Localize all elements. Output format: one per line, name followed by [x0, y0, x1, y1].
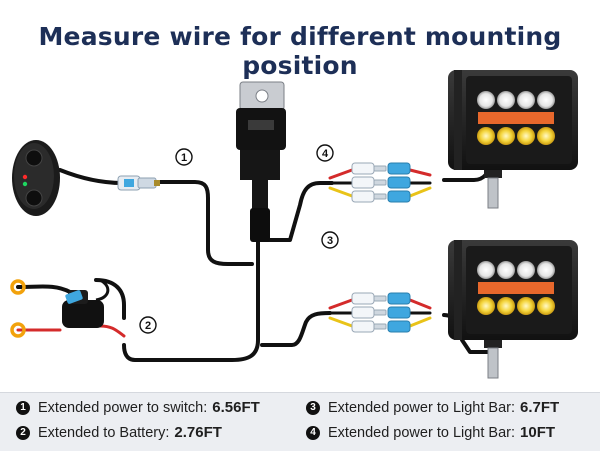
lower-red-lead	[328, 298, 432, 310]
legend-value-1: 6.56FT	[212, 399, 260, 416]
light-pod-upper	[448, 70, 578, 209]
legend-item-2: 2 Extended to Battery: 2.76FT	[16, 424, 222, 441]
legend-item-1: 1 Extended power to switch: 6.56FT	[16, 399, 260, 416]
wiring-diagram: 1 2 3 4	[10, 70, 578, 379]
upper-lamp-wire	[260, 181, 334, 242]
legend-number-3: 3	[306, 400, 320, 415]
switch-connector	[117, 175, 160, 191]
signal-leads	[328, 181, 432, 328]
ring-terminals	[10, 279, 26, 338]
legend-number-2: 2	[16, 425, 30, 440]
switch-panel	[12, 140, 60, 216]
legend-label-4: Extended power to Light Bar:	[328, 424, 516, 441]
lower-led-row-top	[477, 261, 555, 279]
page-title: Measure wire for different mounting posi…	[38, 22, 562, 80]
off-button	[25, 189, 43, 207]
upper-led-row-top	[477, 91, 555, 109]
upper-red-lead	[328, 168, 432, 180]
callout-2: 2	[139, 316, 157, 334]
on-button	[25, 149, 43, 167]
callout-3-label: 3	[327, 235, 333, 247]
lower-lamp-wire	[260, 311, 332, 347]
legend-label-1: Extended power to switch:	[38, 399, 208, 416]
relay	[236, 81, 286, 242]
upper-connectors	[351, 162, 411, 203]
legend: 1 Extended power to switch: 6.56FT 2 Ext…	[0, 392, 600, 451]
callout-2-label: 2	[145, 320, 151, 332]
red-wires	[16, 168, 432, 338]
switch-wire	[158, 180, 254, 266]
lower-connectors	[351, 292, 411, 333]
fuse-wire-top	[16, 284, 72, 294]
legend-value-4: 10FT	[520, 424, 556, 441]
ring-terminal-top	[10, 279, 26, 295]
legend-label-3: Extended power to Light Bar:	[328, 399, 516, 416]
callout-4: 4	[316, 144, 334, 162]
callout-1-label: 1	[181, 152, 187, 164]
status-led-green	[22, 181, 28, 187]
legend-item-4: 4 Extended power to Light Bar: 10FT	[306, 424, 555, 441]
callout-3: 3	[321, 231, 339, 249]
upper-led-row-bottom	[477, 127, 555, 145]
fuse-holder	[62, 278, 110, 328]
legend-label-2: Extended to Battery:	[38, 424, 170, 441]
status-led-red	[22, 174, 28, 180]
legend-number-1: 1	[16, 400, 30, 415]
switch-cable	[58, 168, 124, 185]
legend-value-3: 6.7FT	[520, 399, 560, 416]
legend-item-3: 3 Extended power to Light Bar: 6.7FT	[306, 399, 559, 416]
callout-1: 1	[175, 148, 193, 166]
callout-4-label: 4	[322, 148, 329, 160]
trunk-wire	[122, 203, 260, 362]
lower-led-row-bottom	[477, 297, 555, 315]
light-pod-lower	[448, 240, 578, 379]
legend-number-4: 4	[306, 425, 320, 440]
ring-terminal-bottom	[10, 322, 26, 338]
legend-value-2: 2.76FT	[174, 424, 222, 441]
